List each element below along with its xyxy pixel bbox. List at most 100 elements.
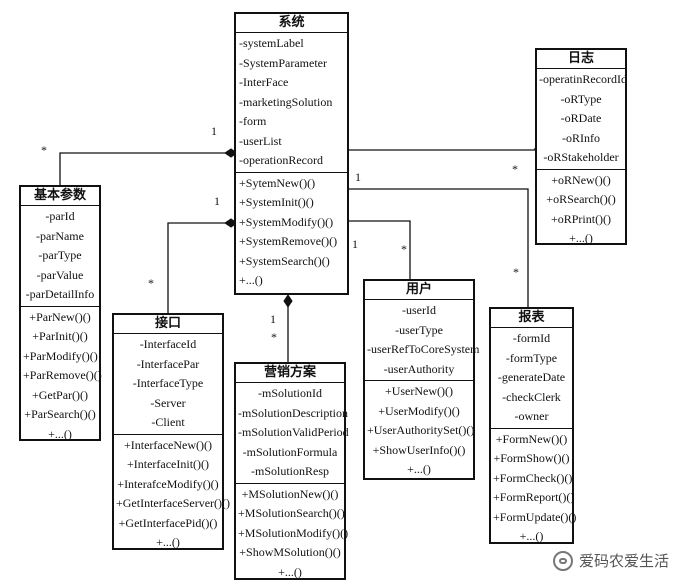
class-name: 营销方案 <box>236 364 344 383</box>
mult-marketing-many: * <box>271 330 277 344</box>
attribute-row: -oRDate <box>560 111 602 125</box>
class-marketing: 营销方案 -mSolutionId-mSolutionDescription-m… <box>234 362 349 580</box>
method-row: +...() <box>156 535 180 549</box>
attribute-row: -operationRecord <box>239 153 323 167</box>
attribute-row: -SystemParameter <box>239 55 327 70</box>
attribute-row: -marketingSolution <box>239 94 333 109</box>
attribute-row: -Server <box>150 395 186 410</box>
method-row: +InterfaceInit()() <box>126 457 210 471</box>
method-row: +MSolutionSearch()() <box>238 506 345 520</box>
attribute-row: -mSolutionDescription <box>238 405 348 420</box>
attribute-row: -userRefToCoreSystem <box>367 342 480 356</box>
attributes: -operatinRecordId -oRType -oRDate -oRInfo -o… <box>537 69 627 170</box>
attributes: -mSolutionId -mSolutionDescription -mSolut… <box>236 383 349 484</box>
methods: +oRNew()()+oRSearch()()+oRPrint()()+...(… <box>537 170 625 250</box>
attribute-row: -form <box>239 114 267 128</box>
class-name: 用户 <box>365 281 473 300</box>
methods: +UserNew()()+UserModify()()+UserAuthorit… <box>365 381 475 481</box>
method-row: +InterafceModify()() <box>117 476 219 491</box>
wechat-logo-icon <box>552 550 573 571</box>
method-row: +...() <box>519 529 544 543</box>
assoc-system-interface <box>167 222 225 313</box>
attribute-row: -userId <box>402 303 436 317</box>
method-row: +...() <box>407 462 431 476</box>
attribute-row: -InterfaceId <box>139 337 197 351</box>
method-row: +UserAuthoritySet()() <box>367 423 475 437</box>
method-row: +FormCheck()() <box>493 470 573 485</box>
mult-interface-many: * <box>148 276 154 290</box>
assoc-system-report <box>306 188 529 307</box>
attributes: -parId-parName-parType-parValue-parDetai… <box>21 206 99 307</box>
class-report: 报表 -formId-formType-generateDate-checkCl… <box>489 307 576 544</box>
mult-params-many: * <box>41 143 47 157</box>
attribute-row: -operatinRecordId <box>539 72 627 86</box>
attribute-row: -InterfacePar <box>136 356 200 371</box>
class-name: 系统 <box>236 14 347 33</box>
method-row: +FormReport()() <box>493 490 575 504</box>
mult-params-one: 1 <box>211 124 217 138</box>
mult-report-many: * <box>513 265 519 279</box>
method-row: +...() <box>569 231 593 245</box>
attribute-row: -parName <box>36 228 84 243</box>
method-row: +...() <box>239 273 263 287</box>
assoc-system-params <box>59 152 225 185</box>
attribute-row: -owner <box>514 409 549 423</box>
attributes: -formId-formType-generateDate-checkClerk… <box>491 328 572 429</box>
attribute-row: -Client <box>151 415 185 429</box>
attribute-row: -formType <box>505 350 558 365</box>
attribute-row: -checkClerk <box>502 389 561 404</box>
method-row: +GetInterfacePid()() <box>118 515 218 530</box>
watermark-text: 爱码农爱生活 <box>578 552 669 570</box>
attribute-row: -userList <box>239 133 282 148</box>
method-row: +...() <box>48 426 72 441</box>
attribute-row: -oRInfo <box>562 130 600 145</box>
attribute-row: -parType <box>38 248 82 262</box>
method-row: +InterfaceNew()() <box>123 437 213 452</box>
method-row: +SystemSearch()() <box>239 253 330 268</box>
method-row: +MSolutionNew()() <box>241 486 339 501</box>
attribute-row: -mSolutionResp <box>250 464 329 478</box>
attributes: -InterfaceId -InterfacePar -InterfaceType -… <box>114 334 222 435</box>
attribute-row: -oRType <box>560 91 602 106</box>
methods: +FormNew()() +FormShow()() +FormCheck()() +… <box>491 429 577 548</box>
attribute-row: -generateDate <box>497 370 566 384</box>
class-name: 接口 <box>114 315 222 334</box>
method-row: +ParInit()() <box>32 329 88 343</box>
attribute-row: -InterfaceType <box>132 376 204 390</box>
mult-marketing-one: 1 <box>270 312 276 326</box>
method-row: +FormUpdate()() <box>493 509 577 524</box>
method-row: +GetInterfaceServer()() <box>116 496 231 510</box>
method-row: +GetPar()() <box>31 387 89 402</box>
attributes: -userId-userType-userRefToCoreSystem-use… <box>365 300 480 381</box>
attribute-row: -mSolutionId <box>257 386 322 400</box>
method-row: +ParModify()() <box>23 348 98 363</box>
method-row: +ShowMSolution()() <box>239 545 341 559</box>
mult-user-many: * <box>401 242 407 256</box>
mult-log-many: * <box>512 162 518 176</box>
assoc-system-user <box>345 220 411 279</box>
attribute-row: -mSolutionFormula <box>242 444 338 459</box>
method-row: +oRNew()() <box>551 172 611 187</box>
class-user: 用户 -userId-userType-userRefToCoreSystem-… <box>363 279 480 481</box>
methods: +MSolutionNew()()+MSolutionSearch()()+MS… <box>236 484 348 584</box>
attribute-row: -parId <box>45 209 75 223</box>
attribute-row: -oRStakeholder <box>543 150 619 164</box>
class-log: 日志 -operatinRecordId-oRType-oRDate-oRInf… <box>535 48 627 245</box>
class-params: 基本参数 -parId-parName-parType-parValue-par… <box>19 185 102 441</box>
methods: +InterfaceNew()() +InterfaceInit()() +Inte… <box>114 435 231 554</box>
diamond-marketing <box>283 294 293 308</box>
method-row: +FormShow()() <box>493 451 570 465</box>
method-row: +ParRemove()() <box>23 368 102 382</box>
methods: +ParNew()()+ParInit()()+ParModify()()+Pa… <box>21 307 102 446</box>
methods: +SytemNew()()+SystemInit()()+SystemModif… <box>236 173 347 292</box>
class-system: 系统 -systemLabel-SystemParameter-InterFac… <box>234 12 349 295</box>
attribute-row: -userAuthority <box>383 361 455 376</box>
method-row: +UserModify()() <box>378 403 460 418</box>
method-row: +ParSearch()() <box>24 407 96 421</box>
mult-log-one: 1 <box>355 170 361 184</box>
class-name: 基本参数 <box>21 187 99 206</box>
attribute-row: -InterFace <box>239 75 289 89</box>
method-row: +FormNew()() <box>495 431 568 446</box>
method-row: +oRPrint()() <box>550 211 612 226</box>
mult-user-one: 1 <box>352 237 358 251</box>
